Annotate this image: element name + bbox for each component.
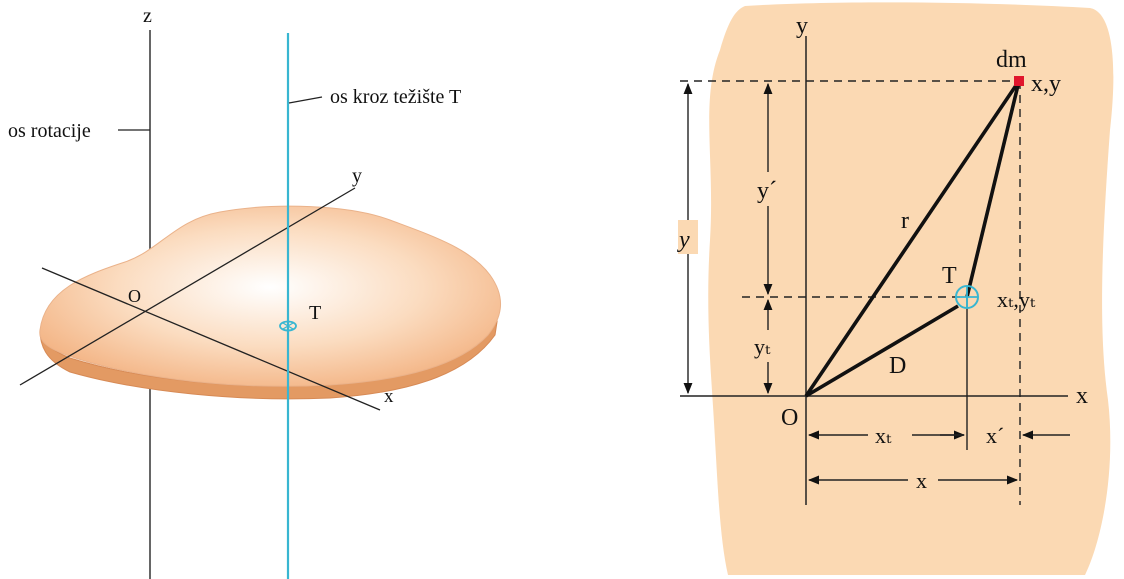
- dim-yT-label: yₜ: [754, 334, 771, 359]
- right-centroid-label: T: [942, 263, 957, 289]
- plate-surface: [39, 205, 502, 387]
- centroid-axis-leader: [288, 96, 323, 104]
- rotation-axis-label: os rotacije: [8, 120, 91, 142]
- left-x-label: x: [384, 386, 394, 407]
- label-bg-y: [678, 220, 698, 254]
- vector-dm-to-T: [965, 80, 1021, 298]
- dm-element: [1014, 76, 1024, 86]
- left-centroid-marker: [279, 320, 297, 332]
- left-origin-label: O: [128, 286, 141, 306]
- right-y-axis-label: y: [796, 13, 808, 39]
- label-bg-yT: [752, 330, 786, 362]
- label-bg-xprime: [982, 420, 1014, 448]
- right-x-axis-label: x: [1076, 383, 1088, 409]
- dim-x-total-label: x: [916, 468, 927, 493]
- label-bg-xT: [868, 422, 912, 448]
- vector-D: [805, 304, 959, 398]
- dim-y-prime-label: y´: [757, 178, 777, 204]
- right-centroid-marker: [955, 285, 979, 309]
- centroid-coords-label: xₜ,yₜ: [997, 287, 1036, 312]
- vector-r: [804, 79, 1021, 398]
- label-bg-yprime: [754, 172, 784, 206]
- r-label: r: [901, 208, 909, 234]
- point-coords-label: x,y: [1031, 71, 1061, 97]
- dim-xT-label: xₜ: [875, 423, 892, 448]
- left-centroid-label: T: [309, 302, 321, 324]
- right-figure: y x O dm x,y T xₜ,yₜ r D y y´ yₜ xₜ x´ x: [677, 2, 1114, 576]
- right-origin-label: O: [781, 405, 798, 431]
- D-label: D: [889, 353, 906, 379]
- left-y-axis-line: [19, 187, 356, 386]
- dim-x-prime-label: x´: [986, 423, 1004, 448]
- centroid-axis-label: os kroz težište T: [330, 86, 461, 108]
- left-z-label: z: [143, 5, 152, 27]
- dim-y-total-label: y: [677, 227, 690, 253]
- left-figure: z y x O T os rotacije os kroz težište T: [8, 5, 502, 579]
- left-y-label: y: [352, 165, 362, 187]
- dm-label: dm: [996, 47, 1027, 73]
- left-x-axis-line: [41, 267, 381, 411]
- label-bg-x: [908, 466, 938, 492]
